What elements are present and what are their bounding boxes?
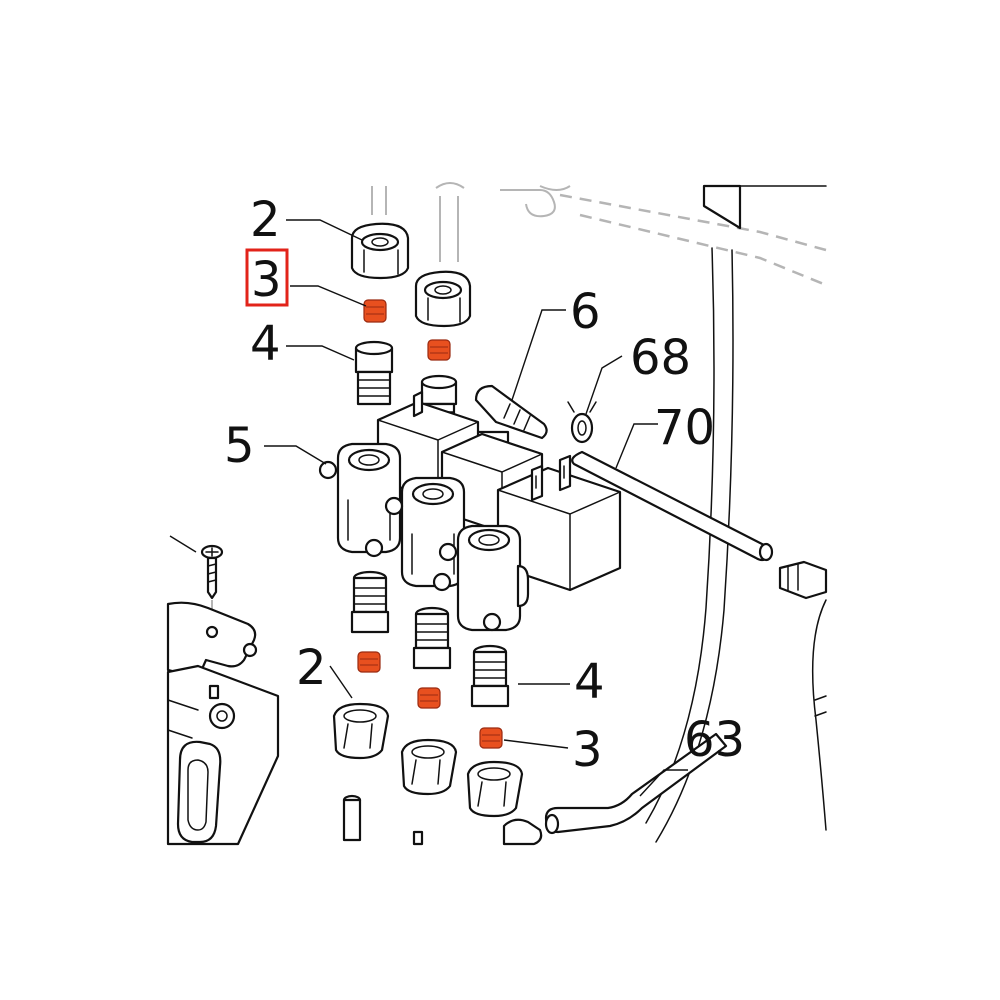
quick-coupling-cap-bottom-middle — [400, 738, 458, 796]
quick-coupling-cap-right — [414, 270, 472, 328]
callout-6: 6 — [570, 284, 601, 340]
seal-ring-top-left — [363, 299, 387, 323]
threaded-fitting-top-left — [354, 340, 394, 406]
hose-tube-63 — [502, 732, 728, 846]
machine-base-block — [166, 664, 280, 846]
callout-3-top: 3 — [251, 252, 282, 308]
threaded-fitting-bottom-left — [350, 570, 390, 634]
mounting-bracket-left — [166, 601, 258, 680]
callout-4-bottom: 4 — [574, 654, 605, 710]
seal-ring-bottom-left — [357, 651, 381, 673]
seal-ring-top-right — [427, 339, 451, 361]
background-ghost-parts — [371, 182, 827, 287]
hose-tube-70 — [571, 450, 774, 562]
callout-2-top: 2 — [250, 192, 281, 248]
seal-ring-bottom-middle — [417, 687, 441, 709]
callout-5: 5 — [224, 418, 255, 474]
threaded-fitting-bottom-right — [470, 644, 510, 708]
callout-3-bottom: 3 — [572, 722, 603, 778]
pin-bottom-small — [412, 830, 424, 846]
highlight-box — [245, 248, 289, 307]
callout-63: 63 — [684, 712, 745, 768]
seal-ring-bottom-right — [479, 727, 503, 749]
valve-body-right — [438, 524, 530, 632]
callout-4-top: 4 — [250, 316, 281, 372]
quick-coupling-cap-bottom-left — [332, 702, 390, 760]
callout-68: 68 — [630, 330, 691, 386]
quick-coupling-cap-bottom-right — [466, 760, 524, 818]
threaded-fitting-bottom-middle — [412, 606, 452, 670]
hose-connector-right — [778, 560, 828, 600]
callout-70: 70 — [654, 400, 715, 456]
callout-2-bottom: 2 — [296, 640, 327, 696]
pin-bottom — [342, 794, 362, 842]
hose-clamp-68 — [567, 401, 597, 444]
quick-coupling-cap-left — [350, 222, 410, 280]
leader-lines — [169, 219, 688, 797]
valve-body-left — [318, 442, 402, 558]
